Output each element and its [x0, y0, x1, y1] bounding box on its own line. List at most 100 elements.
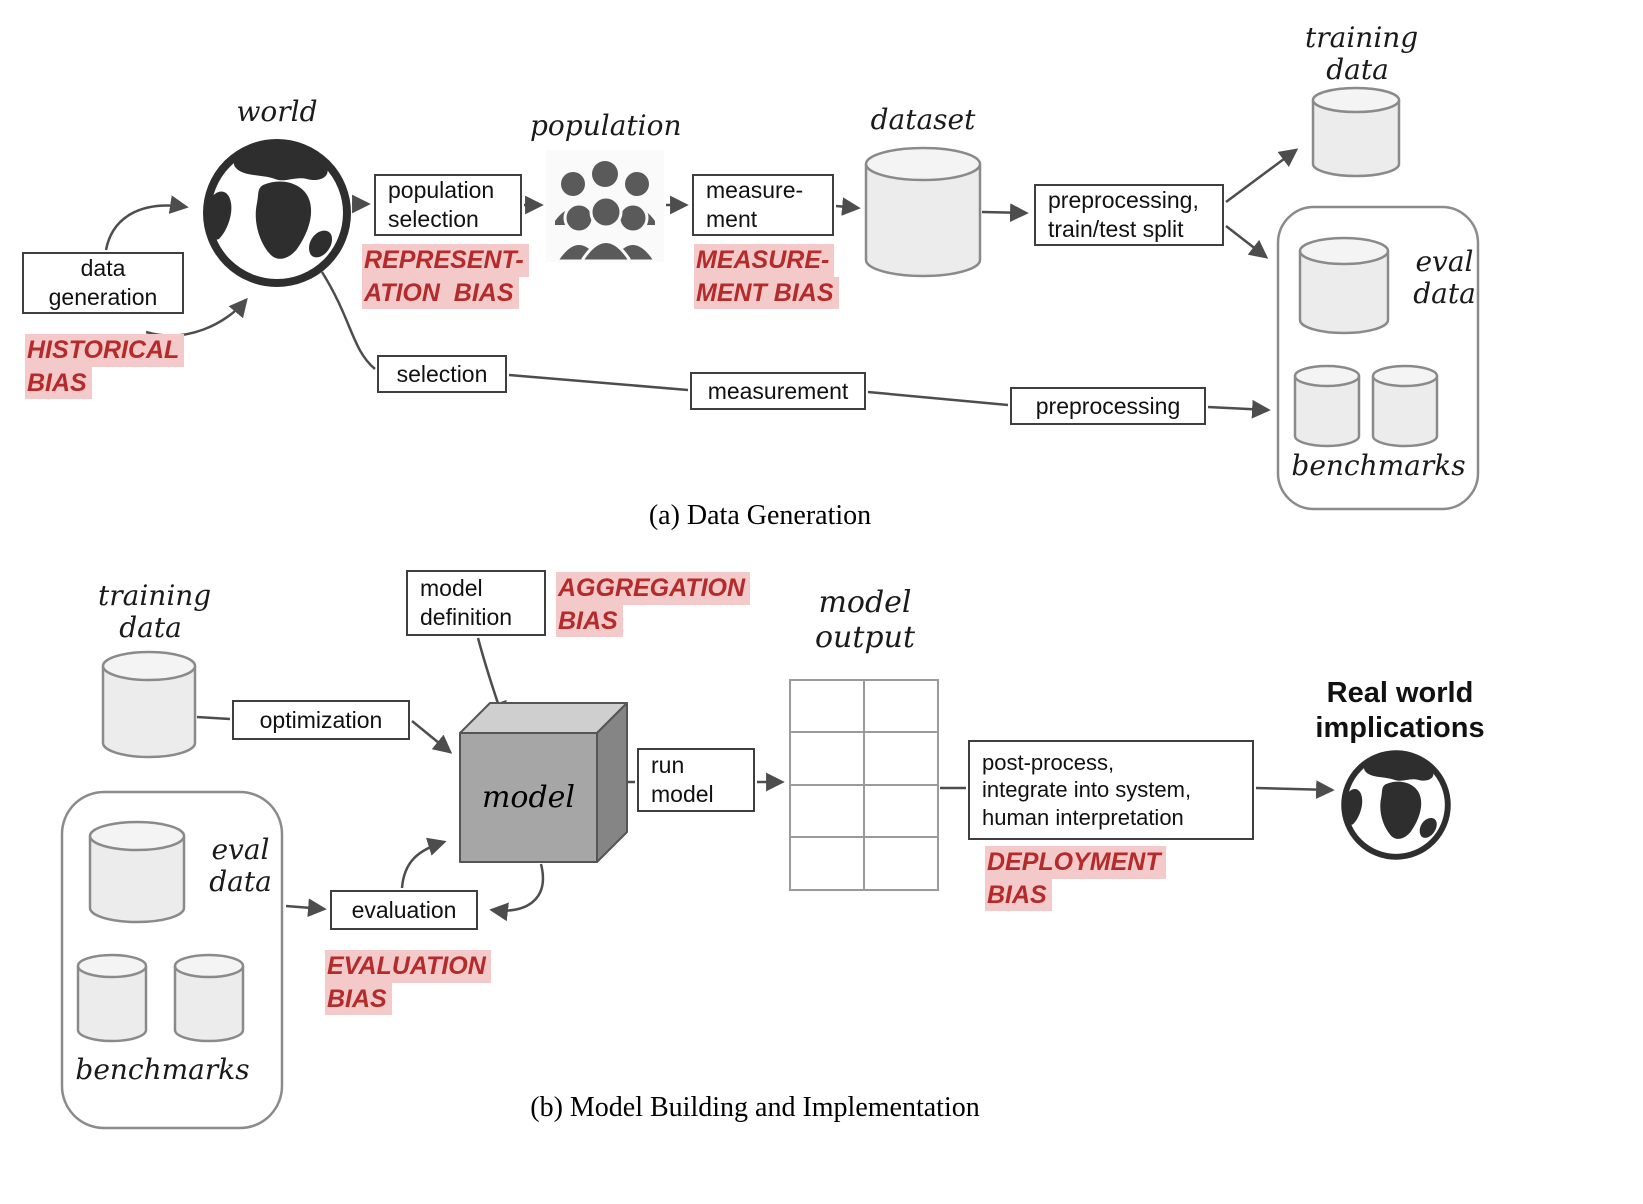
population-selection-box: population selection: [374, 174, 522, 236]
model-definition-box: model definition: [406, 570, 546, 636]
line-measurement-lower-to-preprocessing-lower: [867, 390, 1009, 407]
training-data-cylinder-b: [101, 650, 197, 759]
aggregation-bias-line1: AGGREGATION: [556, 572, 751, 605]
model-output-label: model output: [810, 585, 920, 655]
training-data-label-a: training data: [1305, 21, 1419, 87]
eval-data-cylinder-a: [1298, 236, 1390, 335]
training-data-a-line2: data: [1326, 53, 1389, 87]
model-output-line2: output: [814, 619, 916, 655]
measurement-bias-label: MEASURE- MENT BIAS: [694, 244, 839, 309]
selection-box-text: selection: [396, 360, 488, 387]
deployment-bias-line1: DEPLOYMENT: [985, 846, 1166, 879]
world-globe-icon: [207, 143, 347, 283]
arrow-dataset-to-preprocessing: [981, 203, 1029, 223]
line-training-data-to-optimization: [196, 715, 231, 721]
model-cube: [459, 702, 628, 863]
dataset-cylinder: [864, 146, 982, 278]
eval-data-b-line2: data: [209, 865, 272, 899]
training-data-cylinder-a: [1311, 86, 1401, 178]
benchmark-cylinder-a1: [1293, 364, 1361, 448]
optimization-text: optimization: [259, 706, 383, 733]
post-process-box: post-process, integrate into system, hum…: [968, 740, 1254, 840]
eval-data-b-line1: eval: [211, 833, 270, 866]
post-process-line1: post-process,: [982, 749, 1115, 775]
benchmark-cylinder-a2: [1371, 364, 1439, 448]
real-world-line2: implications: [1315, 711, 1485, 744]
training-data-label-b: training data: [98, 579, 212, 645]
arrow-preprocessing-to-training-data: [1225, 148, 1299, 204]
representation-bias-label: REPRESENT- ATION BIAS: [362, 244, 529, 309]
historical-bias-line1: HISTORICAL: [25, 334, 185, 367]
training-data-a-line1: training: [1305, 21, 1419, 54]
deployment-bias-label: DEPLOYMENT BIAS: [985, 846, 1166, 911]
data-generation-box: data generation: [22, 252, 184, 314]
evaluation-box: evaluation: [330, 890, 478, 930]
representation-bias-line1: REPRESENT-: [362, 244, 529, 277]
benchmarks-label-b: benchmarks: [75, 1053, 250, 1086]
measurement-box-line2: ment: [706, 206, 758, 232]
eval-data-a-line2: data: [1413, 277, 1476, 311]
real-world-implications-label: Real world implications: [1310, 676, 1490, 746]
model-definition-line2: definition: [420, 604, 513, 630]
post-process-line2: integrate into system,: [982, 777, 1192, 803]
arrow-evaluation-to-model: [400, 837, 447, 889]
model-cube-label: model: [481, 780, 576, 815]
line-selection-to-measurement-lower: [508, 373, 689, 392]
population-label: population: [530, 109, 682, 142]
arrow-eval-group-to-evaluation: [285, 898, 327, 918]
evaluation-bias-label: EVALUATION BIAS: [325, 950, 491, 1015]
training-data-b-line1: training: [98, 579, 212, 612]
model-definition-line1: model: [420, 575, 483, 602]
caption-b: (b) Model Building and Implementation: [530, 1092, 980, 1123]
benchmark-cylinder-b1: [76, 953, 148, 1043]
preprocessing-split-line2: train/test split: [1048, 216, 1184, 242]
post-process-line3: human interpretation: [982, 804, 1184, 830]
eval-data-a-line1: eval: [1415, 245, 1474, 278]
line-world-to-selection: [320, 271, 376, 370]
measurement-bias-line2: MENT BIAS: [694, 276, 839, 309]
eval-data-label-a: eval data: [1402, 245, 1487, 311]
measurement-lower-box: measurement: [690, 372, 866, 410]
training-data-b-line2: data: [119, 611, 182, 645]
run-model-line1: run: [651, 752, 685, 779]
preprocessing-lower-box: preprocessing: [1010, 387, 1206, 425]
evaluation-bias-line2: BIAS: [325, 982, 392, 1015]
run-model-box: run model: [637, 748, 755, 812]
dataset-label: dataset: [870, 103, 976, 136]
arrow-measurement-to-dataset: [835, 197, 861, 216]
measurement-box: measure- ment: [692, 174, 834, 236]
preprocessing-split-line1: preprocessing,: [1048, 187, 1199, 214]
preprocessing-lower-text: preprocessing: [1035, 392, 1181, 419]
real-world-globe-icon: [1344, 753, 1448, 857]
caption-a: (a) Data Generation: [648, 500, 872, 531]
eval-data-cylinder-b: [88, 820, 186, 924]
evaluation-text: evaluation: [351, 896, 457, 923]
population-people-icon: [546, 150, 664, 263]
measurement-box-line1: measure-: [706, 177, 804, 204]
run-model-line2: model: [651, 781, 714, 807]
evaluation-bias-line1: EVALUATION: [325, 950, 491, 983]
model-output-line1: model: [818, 585, 912, 620]
arrow-postprocess-to-real-world: [1255, 780, 1335, 799]
aggregation-bias-line2: BIAS: [556, 604, 623, 637]
data-generation-line1: data: [80, 255, 126, 282]
benchmarks-label-a: benchmarks: [1291, 449, 1466, 482]
population-selection-line2: selection: [388, 206, 479, 232]
real-world-line1: Real world: [1326, 677, 1474, 709]
historical-bias-line2: BIAS: [25, 366, 92, 399]
historical-bias-label: HISTORICAL BIAS: [25, 334, 185, 399]
arrow-data-generation-to-world-upper: [104, 195, 189, 251]
population-selection-line1: population: [388, 177, 495, 204]
arrow-optimization-to-model: [411, 720, 453, 754]
measurement-bias-line1: MEASURE-: [694, 244, 835, 277]
model-output-table: [789, 679, 939, 891]
preprocessing-split-box: preprocessing, train/test split: [1034, 184, 1224, 246]
benchmark-cylinder-b2: [173, 953, 245, 1043]
deployment-bias-line2: BIAS: [985, 878, 1052, 911]
aggregation-bias-label: AGGREGATION BIAS: [556, 572, 751, 637]
representation-bias-line2: ATION BIAS: [362, 276, 519, 309]
world-label: world: [236, 95, 318, 128]
eval-data-label-b: eval data: [198, 833, 283, 899]
optimization-box: optimization: [232, 700, 410, 740]
